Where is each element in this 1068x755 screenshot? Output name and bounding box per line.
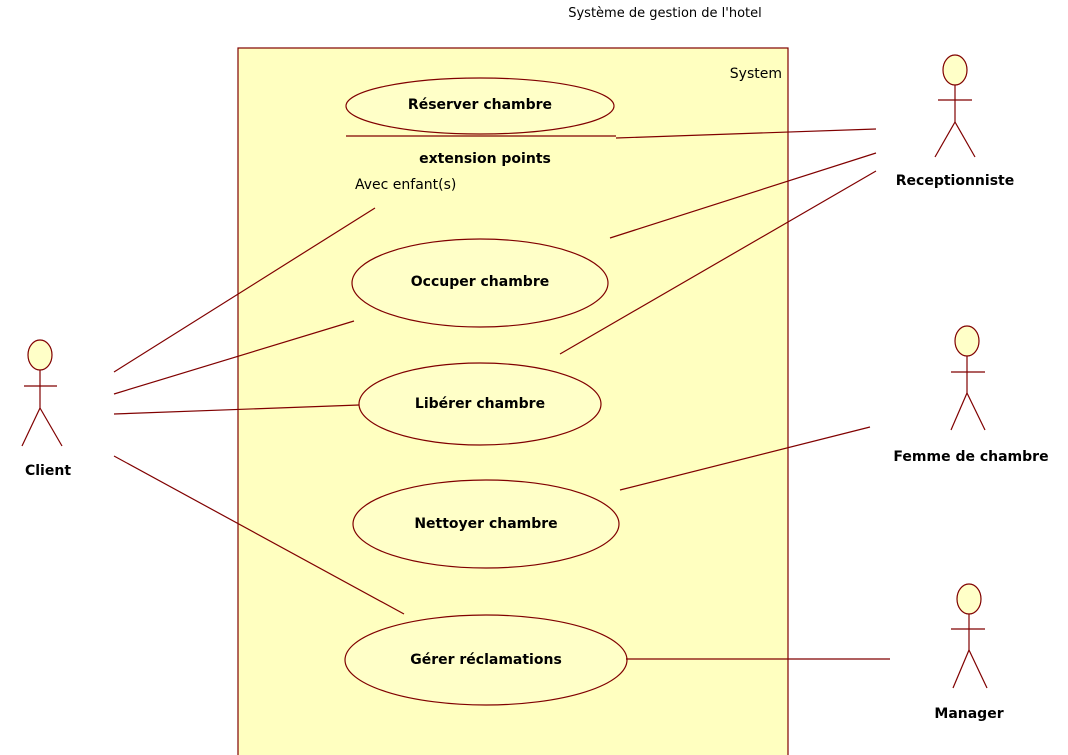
association-client-occuper [113, 320, 355, 395]
extension-point-avec-enfants: Avec enfant(s) [355, 177, 457, 193]
association-receptionniste-occuper [609, 152, 877, 239]
use-case-label-gerer: Gérer réclamations [410, 652, 562, 668]
use-case-label-occuper: Occuper chambre [410, 274, 550, 290]
extension-points-title: extension points [419, 151, 551, 167]
actor-manager-figure[interactable] [951, 583, 988, 689]
association-client-reserver [113, 207, 376, 373]
use-case-nettoyer-chambre[interactable] [352, 479, 620, 569]
association-femme-nettoyer [619, 426, 871, 491]
use-case-occuper-chambre[interactable] [351, 238, 609, 328]
association-receptionniste-liberer [559, 170, 877, 355]
actor-label-femme-de-chambre: Femme de chambre [893, 449, 1049, 465]
use-case-label-reserver: Réserver chambre [407, 97, 553, 113]
use-case-label-liberer: Libérer chambre [414, 396, 546, 412]
association-receptionniste-reserver [615, 128, 877, 139]
use-case-label-nettoyer: Nettoyer chambre [414, 516, 558, 532]
association-client-gerer [113, 455, 405, 615]
use-case-reserver-chambre[interactable] [345, 77, 615, 135]
use-case-liberer-chambre[interactable] [358, 362, 602, 446]
actor-receptionniste-figure[interactable] [934, 54, 976, 158]
actor-label-receptionniste: Receptionniste [895, 173, 1015, 189]
association-client-liberer [113, 404, 360, 415]
system-label: System [729, 66, 782, 82]
actor-label-manager: Manager [934, 706, 1004, 722]
diagram-title: Système de gestion de l'hotel [568, 6, 762, 21]
actor-femme-de-chambre-figure[interactable] [950, 325, 986, 431]
actor-client-figure[interactable] [21, 339, 63, 447]
use-case-gerer-reclamations[interactable] [344, 614, 628, 706]
actor-label-client: Client [24, 463, 72, 479]
